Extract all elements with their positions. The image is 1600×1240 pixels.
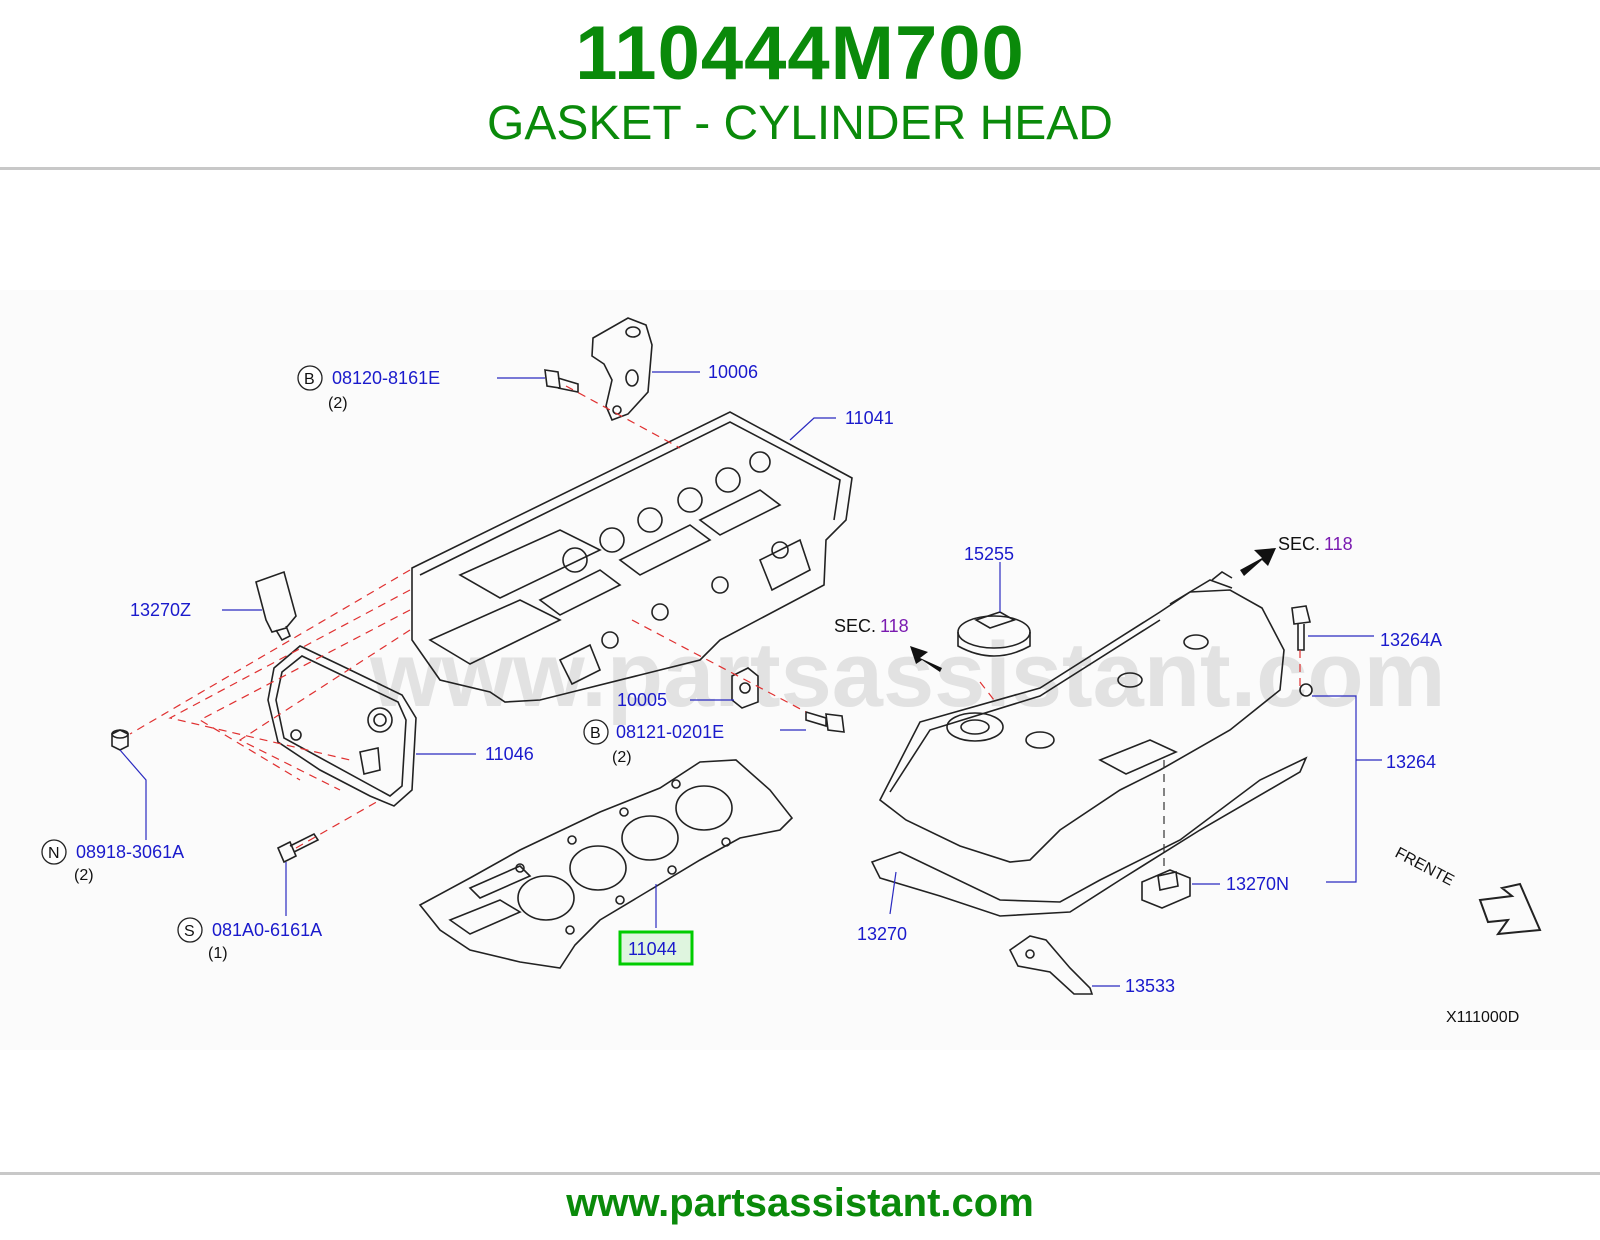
fastener-code-circle bbox=[297, 365, 323, 391]
watermark-text: www.partsassistant.com bbox=[369, 624, 1445, 726]
label-10005[interactable]: 10005 bbox=[617, 690, 667, 710]
label-13270z[interactable]: 13270Z bbox=[130, 600, 191, 620]
label-10006[interactable]: 10006 bbox=[708, 362, 758, 382]
footer-divider bbox=[0, 1172, 1600, 1175]
nut-08918-drawing bbox=[111, 729, 129, 751]
front-label: FRENTE bbox=[1392, 845, 1456, 890]
label-15255[interactable]: 15255 bbox=[964, 544, 1014, 564]
label-13270[interactable]: 13270 bbox=[857, 924, 907, 944]
part-number-title: 110444M700 bbox=[575, 11, 1025, 96]
bracket-13533-drawing bbox=[1008, 935, 1094, 995]
fastener-code-circle bbox=[41, 839, 67, 865]
fastener-part[interactable]: 08918-3061A bbox=[76, 842, 184, 862]
fastener-qty: (2) bbox=[612, 749, 632, 766]
fastener-qty: (2) bbox=[74, 867, 94, 884]
label-11046[interactable]: 11046 bbox=[485, 744, 534, 764]
sec-arrow-right bbox=[1240, 548, 1276, 576]
leader-lines bbox=[119, 371, 1382, 987]
head-gasket-11044-drawing bbox=[418, 759, 794, 969]
fastener-code-circle bbox=[177, 917, 203, 943]
highlight-box bbox=[618, 930, 694, 966]
fastener-code: B bbox=[304, 371, 315, 388]
fastener-part[interactable]: 08121-0201E bbox=[616, 722, 724, 742]
fastener-code: S bbox=[184, 923, 195, 940]
bolt-08120-drawing bbox=[544, 369, 579, 393]
footer-url-link[interactable]: www.partsassistant.com bbox=[566, 1181, 1034, 1225]
cylinder-head-11041-drawing bbox=[411, 411, 853, 703]
label-11041[interactable]: 11041 bbox=[845, 408, 894, 428]
fastener-qty: (1) bbox=[208, 945, 228, 962]
header-divider bbox=[0, 167, 1600, 170]
label-11044-highlighted[interactable]: 11044 bbox=[628, 939, 677, 959]
front-arrow-icon bbox=[1478, 882, 1542, 936]
sec-arrow-left bbox=[910, 646, 942, 672]
fastener-part[interactable]: 081A0-6161A bbox=[212, 920, 322, 940]
oil-cap-15255-drawing bbox=[957, 611, 1031, 657]
bolt-08121-drawing bbox=[805, 710, 845, 733]
bolt-13264a-drawing bbox=[1291, 605, 1311, 651]
fastener-code: N bbox=[48, 845, 60, 862]
sec-ref-right-prefix: SEC. bbox=[1278, 534, 1320, 554]
part-name-subtitle: GASKET - CYLINDER HEAD bbox=[487, 97, 1113, 150]
diagram-code: X111000D bbox=[1446, 1009, 1519, 1026]
fastener-code-circle bbox=[583, 719, 609, 745]
sec-ref-left-number[interactable]: 118 bbox=[880, 616, 909, 636]
bracket-10006-drawing bbox=[591, 317, 653, 422]
bolt-081a0-drawing bbox=[276, 832, 320, 864]
rocker-cover-13264-drawing bbox=[870, 571, 1313, 917]
fastener-qty: (2) bbox=[328, 395, 348, 412]
assembly-dash-lines bbox=[129, 385, 1301, 870]
sec-ref-left-prefix: SEC. bbox=[834, 616, 876, 636]
label-13533[interactable]: 13533 bbox=[1125, 976, 1175, 996]
label-13264[interactable]: 13264 bbox=[1386, 752, 1436, 772]
grommet-13270n-drawing bbox=[1141, 869, 1191, 909]
fastener-part[interactable]: 08120-8161E bbox=[332, 368, 440, 388]
label-13264a[interactable]: 13264A bbox=[1380, 630, 1442, 650]
sealant-tube-13270z-drawing bbox=[255, 570, 297, 642]
diagram-background bbox=[0, 290, 1600, 1050]
label-13270n[interactable]: 13270N bbox=[1226, 874, 1289, 894]
fastener-code: B bbox=[590, 725, 601, 742]
sec-ref-right-number[interactable]: 118 bbox=[1324, 534, 1353, 554]
front-cover-11046-drawing bbox=[267, 645, 417, 807]
